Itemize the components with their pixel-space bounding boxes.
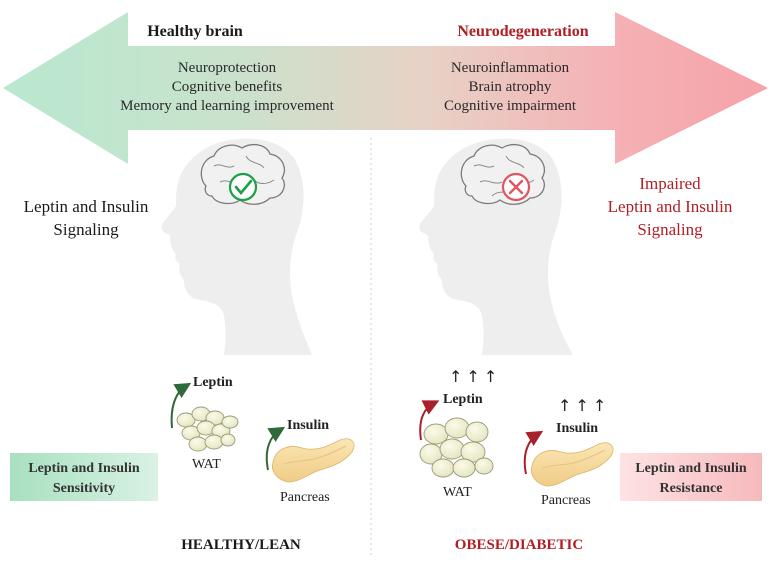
leptin-arrow-left <box>170 382 192 429</box>
effect-item: Brain atrophy <box>468 79 552 95</box>
insulin-label-right: Insulin <box>556 421 599 436</box>
pancreas-label-right: Pancreas <box>541 493 591 508</box>
pancreas-right <box>530 442 614 487</box>
double-arrow <box>3 12 768 164</box>
obese-diabetic-footer: OBESE/DIABETIC <box>454 537 584 553</box>
brain-cross-icon <box>460 143 545 205</box>
leptin-label-left: Leptin <box>193 375 233 390</box>
insulin-arrow-right <box>523 430 544 475</box>
neurodegeneration-effects-list: Neuroinflammation Brain atrophy Cognitiv… <box>444 59 576 116</box>
signaling-label-left: Leptin and Insulin Signaling <box>23 197 149 239</box>
signaling-label-right: Impaired Leptin and Insulin Signaling <box>607 174 733 239</box>
pancreas-label-left: Pancreas <box>280 490 330 505</box>
effect-item: Cognitive impairment <box>443 98 577 114</box>
insulin-label-left: Insulin <box>287 418 330 433</box>
benefit-item: Memory and learning improvement <box>120 98 334 114</box>
leptin-label-right: Leptin <box>443 392 483 407</box>
wat-label-right: WAT <box>443 485 472 500</box>
healthy-benefits-list: Neuroprotection Cognitive benefits Memor… <box>120 59 334 116</box>
neurodegeneration-title: Neurodegeneration <box>457 23 589 40</box>
insulin-arrow-left <box>265 426 286 471</box>
leptin-arrow-right <box>419 400 440 441</box>
healthy-lean-footer: HEALTHY/LEAN <box>181 537 301 553</box>
resistance-box: Leptin and Insulin Resistance <box>635 461 747 496</box>
wat-fat-cells-right <box>419 417 494 478</box>
wat-fat-cells-left <box>176 406 239 452</box>
benefit-item: Neuroprotection <box>177 60 277 76</box>
sensitivity-box: Leptin and Insulin Sensitivity <box>28 461 140 496</box>
benefit-item: Cognitive benefits <box>171 79 283 95</box>
wat-label-left: WAT <box>192 457 221 472</box>
effect-item: Neuroinflammation <box>450 60 570 76</box>
resistance-box-bg <box>620 453 762 501</box>
healthy-brain-title: Healthy brain <box>147 23 243 40</box>
pancreas-left <box>271 438 355 483</box>
insulin-increase-arrows: ↑↑↑ <box>558 396 611 415</box>
leptin-increase-arrows: ↑↑↑ <box>449 367 502 386</box>
sensitivity-box-bg <box>10 453 158 501</box>
brain-check-icon <box>200 143 285 205</box>
